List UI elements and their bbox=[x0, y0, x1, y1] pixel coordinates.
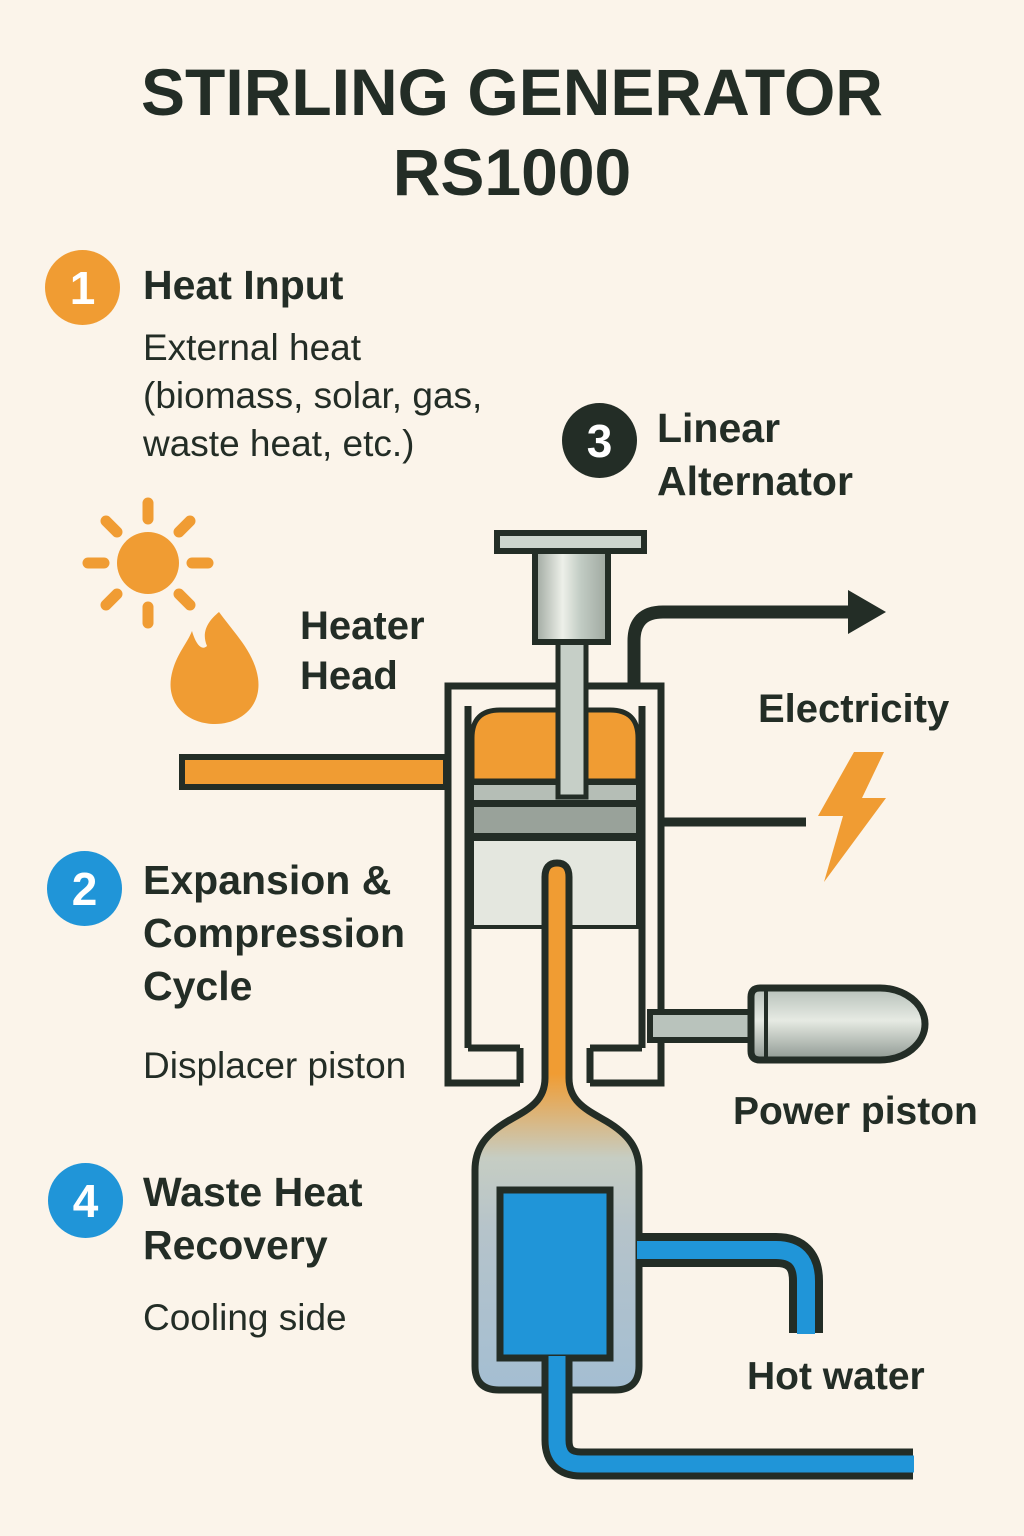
hot-water-label: Hot water bbox=[747, 1355, 925, 1398]
step-1-badge: 1 bbox=[45, 250, 120, 325]
heat-input-bar bbox=[179, 754, 449, 790]
step-4-badge: 4 bbox=[48, 1163, 123, 1238]
electricity-label: Electricity bbox=[758, 687, 950, 731]
housing-leg-notches bbox=[464, 706, 646, 1083]
alternator-cylinder bbox=[532, 548, 611, 645]
hot-water-pipe-upper bbox=[637, 1233, 823, 1333]
step-3-heading: Linear Alternator bbox=[657, 405, 853, 504]
electricity-arrowhead bbox=[848, 590, 886, 634]
cooling-water-tank bbox=[496, 1186, 614, 1362]
piston-band-light bbox=[470, 781, 640, 804]
sun-icon bbox=[82, 497, 214, 629]
step-3-badge: 3 bbox=[562, 403, 637, 478]
step-3-number: 3 bbox=[586, 414, 613, 467]
step-4-number: 4 bbox=[72, 1174, 99, 1227]
step-1-description: External heat (biomass, solar, gas, wast… bbox=[143, 327, 483, 464]
heater-head-label: Heater Head bbox=[300, 604, 425, 698]
step-4-description: Cooling side bbox=[143, 1297, 347, 1338]
step-1-heading: Heat Input bbox=[143, 262, 344, 308]
step-4-heading: Waste Heat Recovery bbox=[143, 1169, 363, 1268]
power-piston-rod bbox=[647, 1009, 755, 1043]
step-2-description: Displacer piston bbox=[143, 1045, 407, 1086]
power-piston-label: Power piston bbox=[733, 1090, 978, 1133]
power-piston-capsule bbox=[747, 984, 929, 1064]
flame-icon bbox=[170, 612, 259, 724]
hot-water-pipe-upper-fill bbox=[637, 1241, 815, 1334]
step-1-number: 1 bbox=[69, 261, 96, 314]
step-2-badge: 2 bbox=[47, 851, 122, 926]
water-pipe-bottom-fill bbox=[548, 1356, 914, 1473]
electricity-arrow-icon bbox=[627, 605, 850, 684]
heater-head-hot-zone bbox=[469, 707, 641, 784]
step-2-heading: Expansion & Compression Cycle bbox=[143, 857, 405, 1009]
engine-housing bbox=[444, 682, 665, 1087]
step-2-number: 2 bbox=[71, 862, 98, 915]
piston-band-mid bbox=[470, 803, 640, 837]
alternator-rod bbox=[555, 637, 589, 800]
page-title: STIRLING GENERATOR RS1000 bbox=[141, 55, 883, 209]
lightning-bolt-icon bbox=[818, 752, 886, 882]
